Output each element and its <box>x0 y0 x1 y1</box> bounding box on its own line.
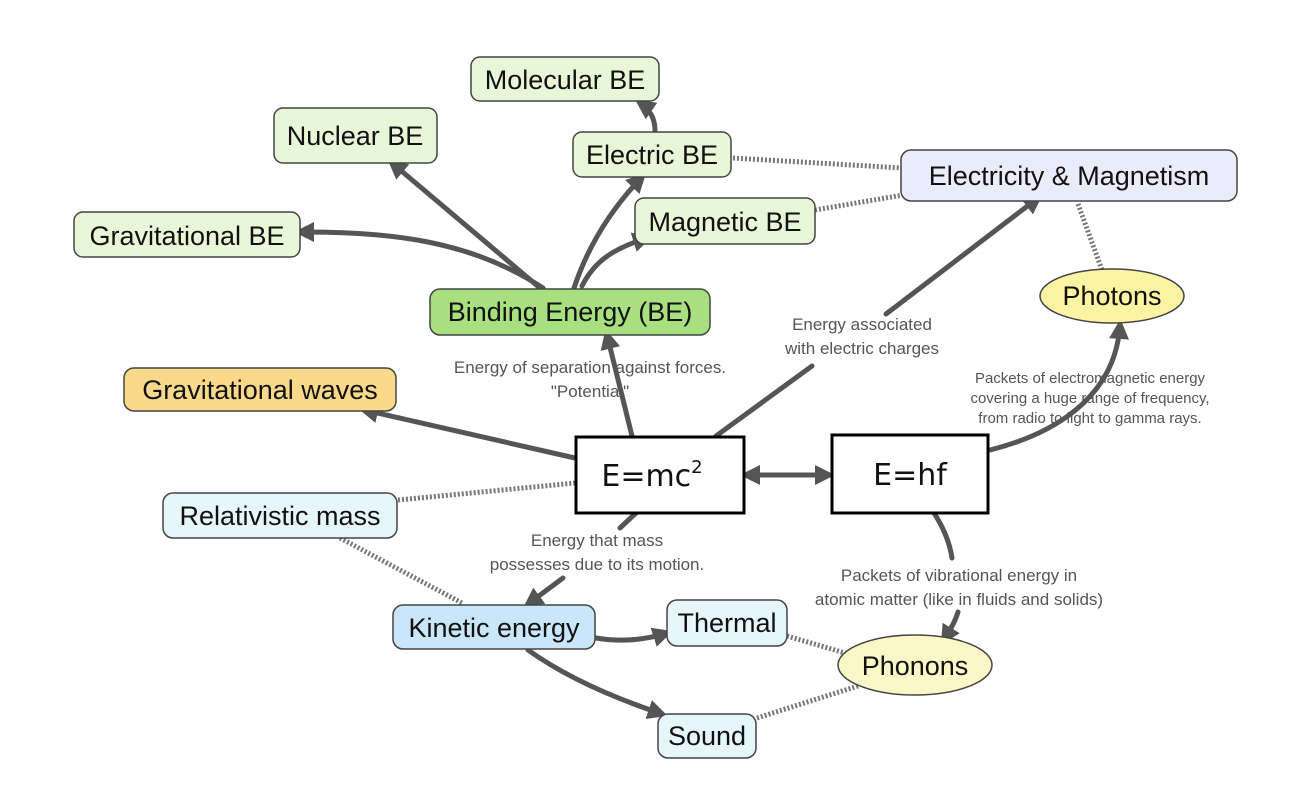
kinetic-energy-box <box>392 604 596 650</box>
relativistic-mass-label: Relativistic mass <box>179 501 380 531</box>
gravitational-waves-label: Gravitational waves <box>142 375 378 405</box>
molecular-be-node[interactable]: Molecular BE <box>470 56 660 102</box>
phonons-label: Phonons <box>862 651 969 681</box>
thermal-node[interactable]: Thermal <box>666 599 788 647</box>
arrow-emc2-kinetic-b <box>523 575 566 608</box>
arrows <box>294 99 1130 720</box>
sound-box <box>657 713 757 759</box>
link-magnetic-be-em <box>814 192 904 213</box>
relativistic-mass-box <box>162 492 398 539</box>
electricity-magnetism-node[interactable]: Electricity & Magnetism <box>900 149 1238 202</box>
emc2-label: E=mc2 <box>601 457 702 494</box>
annotation-electromagnetic-line2: covering a huge range of frequency, <box>970 390 1209 407</box>
gravitational-be-node[interactable]: Gravitational BE <box>73 211 301 258</box>
gravitational-waves-box <box>123 367 397 412</box>
kinetic-energy-label: Kinetic energy <box>408 613 580 643</box>
annotation-separation-line2: "Potential" <box>551 382 629 401</box>
arrow-kinetic-thermal <box>593 627 673 647</box>
electricity-magnetism-label: Electricity & Magnetism <box>929 161 1210 191</box>
annotation-separation-line1: Energy of separation against forces. <box>454 358 726 377</box>
arrow-ehf-photons <box>987 319 1130 453</box>
relativistic-mass-node[interactable]: Relativistic mass <box>162 492 398 539</box>
photons-ellipse <box>1039 268 1185 324</box>
binding-energy-node[interactable]: Binding Energy (BE) <box>429 288 711 336</box>
nuclear-be-label: Nuclear BE <box>287 121 424 151</box>
thermal-label: Thermal <box>677 608 776 638</box>
emc2-node[interactable]: E=mc2 <box>574 435 746 515</box>
annotation-electromagnetic: Packets of electromagnetic energy coveri… <box>970 370 1209 427</box>
electric-be-box <box>572 131 732 178</box>
gravitational-be-box <box>73 211 301 258</box>
link-electric-be-em <box>732 155 903 171</box>
link-relmass-emc2 <box>397 480 576 503</box>
link-relmass-kinetic <box>338 535 464 606</box>
arrow-emc2-binding <box>600 329 635 439</box>
annotation-motion-line1: Energy that mass <box>531 531 663 550</box>
electric-be-node[interactable]: Electric BE <box>572 131 732 178</box>
arrow-binding-electric <box>571 172 647 291</box>
sound-node[interactable]: Sound <box>657 713 757 759</box>
gravitational-waves-node[interactable]: Gravitational waves <box>123 367 397 412</box>
phonons-ellipse <box>837 634 993 696</box>
emc2-base: E=mc <box>601 459 691 494</box>
phonons-node[interactable]: Phonons <box>837 634 993 696</box>
magnetic-be-box <box>634 197 816 245</box>
annotation-vibrational: Packets of vibrational energy in atomic … <box>815 566 1103 609</box>
link-sound-phonons <box>756 683 859 721</box>
nuclear-be-box <box>273 107 438 164</box>
annotation-vibrational-line2: atomic matter (like in fluids and solids… <box>815 590 1103 609</box>
nuclear-be-node[interactable]: Nuclear BE <box>273 107 438 164</box>
arrow-em-charges <box>883 194 1043 317</box>
kinetic-energy-node[interactable]: Kinetic energy <box>392 604 596 650</box>
molecular-be-label: Molecular BE <box>485 65 646 95</box>
magnetic-be-node[interactable]: Magnetic BE <box>634 197 816 245</box>
annotation-vibrational-line1: Packets of vibrational energy in <box>841 566 1077 585</box>
annotation-motion: Energy that mass possesses due to its mo… <box>490 531 705 574</box>
arrow-ehf-phonons-b <box>940 609 961 646</box>
sound-label: Sound <box>668 721 746 751</box>
molecular-be-box <box>470 56 660 102</box>
annotation-charges-line2: with electric charges <box>784 339 939 358</box>
arrow-binding-gravbe <box>294 222 546 291</box>
ehf-box <box>830 433 990 515</box>
photons-label: Photons <box>1062 281 1161 311</box>
binding-energy-label: Binding Energy (BE) <box>448 297 693 327</box>
annotation-charges-line1: Energy associated <box>792 315 932 334</box>
arrow-electric-molecular <box>635 99 658 134</box>
arrow-emc2-kinetic-a <box>617 510 639 531</box>
arrow-binding-nuclear <box>387 159 543 291</box>
ehf-node[interactable]: E=hf <box>830 433 990 515</box>
binding-energy-box <box>429 288 711 336</box>
link-em-photons <box>1075 203 1105 271</box>
magnetic-be-label: Magnetic BE <box>648 207 801 237</box>
emc2-box <box>574 435 746 515</box>
emc2-superscript: 2 <box>691 457 702 478</box>
arrow-kinetic-sound <box>525 647 668 720</box>
photons-node[interactable]: Photons <box>1039 268 1185 324</box>
arrow-ehf-phonons-a <box>931 510 955 561</box>
ehf-label: E=hf <box>873 458 948 493</box>
gravitational-be-label: Gravitational BE <box>89 221 284 251</box>
link-thermal-phonons <box>786 633 846 656</box>
dotted-links <box>338 155 1105 721</box>
electricity-magnetism-box <box>900 149 1238 202</box>
arrow-emc2-em <box>713 363 815 439</box>
annotation-charges: Energy associated with electric charges <box>784 315 939 358</box>
electric-be-label: Electric BE <box>586 140 718 170</box>
thermal-box <box>666 599 788 647</box>
annotation-motion-line2: possesses due to its motion. <box>490 555 705 574</box>
annotation-electromagnetic-line3: from radio to light to gamma rays. <box>978 410 1201 427</box>
annotation-separation: Energy of separation against forces. "Po… <box>454 358 726 401</box>
arrow-emc2-gravwaves <box>358 403 578 461</box>
annotation-electromagnetic-line1: Packets of electromagnetic energy <box>975 370 1206 387</box>
